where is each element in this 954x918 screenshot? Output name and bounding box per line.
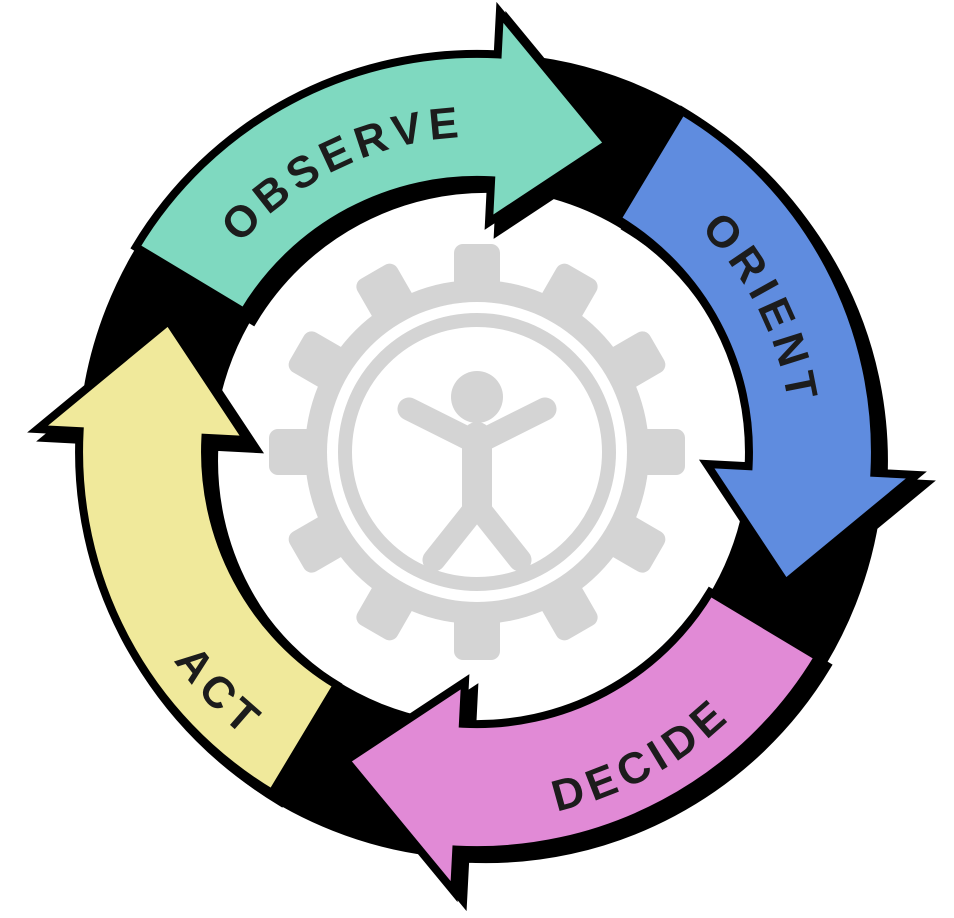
person-head (451, 371, 503, 423)
person-ring (338, 313, 616, 591)
arrow-act (38, 321, 337, 793)
person-icon (397, 371, 557, 572)
person-legs (422, 487, 532, 572)
